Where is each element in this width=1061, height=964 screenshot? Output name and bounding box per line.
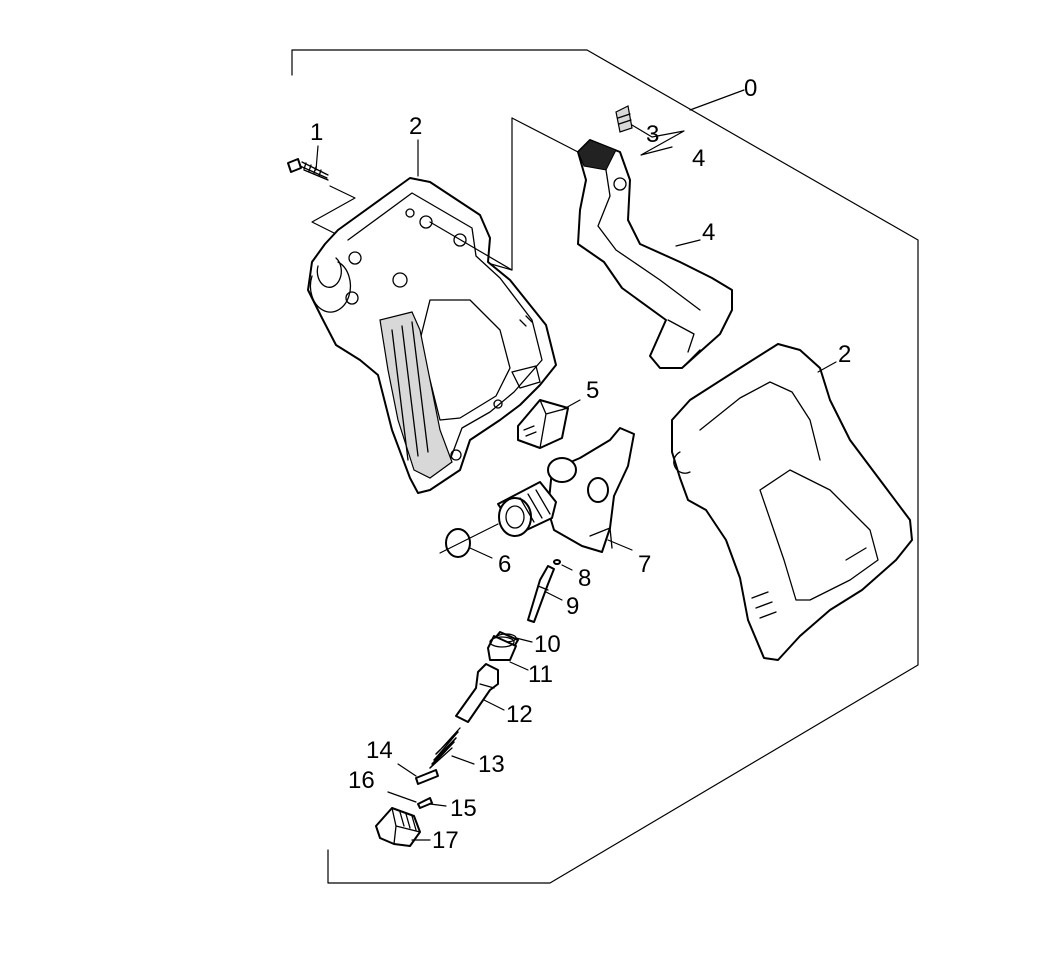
label-2-left: 2 — [409, 113, 422, 140]
valve-body-part — [497, 427, 635, 553]
bushing-part — [487, 635, 517, 661]
spring-part — [429, 727, 461, 769]
plunger-part — [455, 663, 499, 723]
label-8: 8 — [578, 565, 591, 592]
label-17: 17 — [432, 827, 459, 854]
insert-part — [615, 105, 633, 133]
label-1: 1 — [310, 119, 323, 146]
label-14: 14 — [366, 737, 393, 764]
housing-half-right-part — [671, 343, 913, 661]
label-15: 15 — [450, 795, 477, 822]
label-4-top: 4 — [692, 145, 705, 172]
screw-part — [287, 158, 329, 181]
label-12: 12 — [506, 701, 533, 728]
label-11: 11 — [528, 661, 553, 688]
cover-part — [577, 139, 733, 369]
o-ring-part — [445, 528, 471, 558]
cap-nut-part — [375, 807, 421, 847]
housing-half-left-part — [307, 177, 557, 494]
trigger-lock-part — [517, 399, 569, 449]
label-16: 16 — [348, 767, 375, 794]
label-10: 10 — [534, 631, 561, 658]
valve-pin-part — [527, 565, 555, 623]
label-7: 7 — [638, 551, 651, 578]
small-ring-part — [417, 797, 433, 809]
assembly-boundary — [291, 49, 919, 884]
label-5: 5 — [586, 377, 599, 404]
seal-part — [553, 559, 561, 565]
washer-part — [415, 769, 439, 785]
label-2-right: 2 — [838, 341, 851, 368]
label-9: 9 — [566, 593, 579, 620]
label-13: 13 — [478, 751, 505, 778]
label-6: 6 — [498, 551, 511, 578]
label-3: 3 — [646, 121, 659, 148]
label-4: 4 — [702, 219, 715, 246]
label-0: 0 — [744, 75, 757, 102]
